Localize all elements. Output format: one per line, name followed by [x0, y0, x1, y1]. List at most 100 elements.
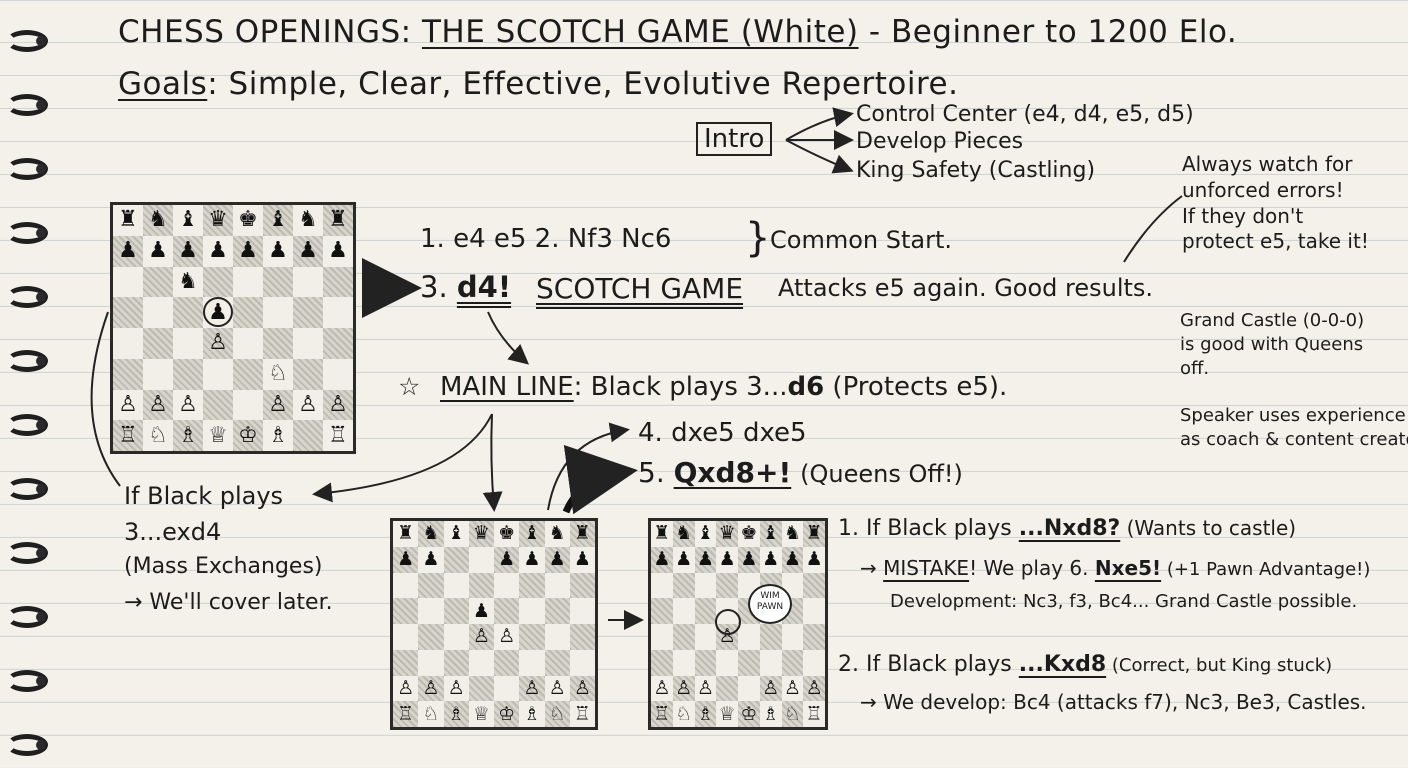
exd4-line-4: → We'll cover later.	[124, 590, 333, 615]
binding-hole	[36, 100, 46, 110]
board-square	[393, 572, 419, 599]
board-square	[323, 297, 353, 328]
board-square: ♞	[672, 521, 695, 547]
board-square: ♜	[393, 521, 419, 547]
board-square	[738, 624, 760, 650]
white-king-icon: ♔	[740, 702, 758, 725]
board-square	[519, 598, 545, 624]
white-pawn-icon: ♙	[783, 676, 801, 699]
board-square: ♞	[418, 521, 444, 547]
black-pawn-icon: ♟	[498, 548, 516, 571]
board-square: ♙	[293, 389, 323, 421]
note-grand-castle-2: is good with Queens	[1180, 334, 1364, 355]
chess-board-after-d4: ♜♞♝♛♚♝♞♜♟♟♟♟♟♟♟♟♞♟♙♘♙♙♙♙♙♙♖♘♗♕♔♗♖	[110, 202, 356, 454]
move-3-d4: d4!	[456, 270, 512, 304]
move-5-line: 5. Qxd8+! (Queens Off!)	[638, 456, 963, 489]
board-square	[203, 358, 233, 390]
board-square	[803, 624, 825, 650]
board-square: ♖	[803, 701, 825, 727]
board-square: ♟	[651, 546, 673, 573]
white-pawn-icon: ♙	[422, 676, 440, 699]
board-square: ♚	[494, 521, 520, 547]
black-pawn-icon: ♟	[740, 548, 758, 571]
star-icon: ☆	[398, 372, 421, 401]
board-square	[694, 624, 717, 650]
board-square	[293, 420, 323, 451]
white-knight-icon: ♘	[268, 361, 288, 387]
board-square: ♟	[203, 297, 233, 328]
black-pawn-icon: ♟	[238, 238, 258, 264]
black-knight-icon: ♞	[422, 522, 440, 545]
black-bishop-icon: ♝	[178, 207, 198, 233]
option-2-move: ...Kxd8	[1018, 652, 1107, 677]
common-start-label: Common Start.	[770, 226, 952, 254]
white-king-icon: ♔	[238, 422, 258, 448]
board-square	[651, 649, 673, 676]
white-pawn-icon: ♙	[675, 676, 693, 699]
board-square: ♙	[781, 675, 804, 702]
title-suffix: - Beginner to 1200 Elo.	[858, 14, 1238, 50]
board-square: ♟	[143, 235, 173, 267]
black-rook-icon: ♜	[397, 522, 415, 545]
board-square: ♟	[716, 546, 738, 573]
option-1-line: 1. If Black plays ...Nxd8? (Wants to cas…	[838, 516, 1297, 541]
white-knight-icon: ♘	[148, 422, 168, 448]
binding-hole	[36, 356, 46, 366]
board-square	[418, 598, 444, 624]
board-square	[293, 266, 323, 298]
board-square: ♚	[233, 205, 263, 236]
white-pawn-icon: ♙	[397, 676, 415, 699]
goals-line: Goals: Simple, Clear, Effective, Evoluti…	[118, 66, 958, 102]
black-knight-icon: ♞	[548, 522, 566, 545]
board-square: ♙	[468, 624, 494, 650]
board-square: ♟	[544, 546, 570, 573]
board-square: ♟	[672, 546, 695, 573]
white-king-icon: ♔	[498, 702, 516, 725]
move-4-line: 4. dxe5 dxe5	[638, 418, 807, 448]
black-queen-icon: ♛	[472, 522, 490, 545]
board-square	[519, 624, 545, 650]
board-square: ♟	[173, 235, 203, 267]
board-square	[233, 266, 263, 298]
board-square	[738, 675, 760, 702]
board-square: ♙	[173, 389, 203, 421]
board-square: ♙	[519, 675, 545, 702]
board-square: ♟	[293, 235, 323, 267]
board-square	[468, 675, 494, 702]
black-rook-icon: ♜	[805, 522, 823, 545]
scotch-game-label: SCOTCH GAME	[536, 272, 744, 305]
board-square	[418, 624, 444, 650]
white-bishop-icon: ♗	[523, 702, 541, 725]
board-square	[418, 649, 444, 676]
board-square: ♔	[738, 701, 760, 727]
board-square: ♟	[468, 598, 494, 624]
board-square: ♙	[113, 389, 143, 421]
board-square	[113, 297, 143, 328]
board-square	[569, 624, 595, 650]
black-bishop-icon: ♝	[696, 522, 714, 545]
binding-hole	[36, 164, 46, 174]
board-square: ♙	[323, 389, 353, 421]
white-pawn-icon: ♙	[653, 676, 671, 699]
board-square	[173, 297, 203, 328]
black-queen-icon: ♛	[718, 522, 736, 545]
white-queen-icon: ♕	[472, 702, 490, 725]
note-grand-castle-3: off.	[1180, 358, 1210, 379]
black-knight-icon: ♞	[178, 268, 198, 294]
board-square: ♙	[716, 624, 738, 650]
board-square	[233, 297, 263, 328]
black-pawn-icon: ♟	[805, 548, 823, 571]
board-square	[143, 328, 173, 359]
board-square: ♘	[263, 358, 293, 390]
black-pawn-icon: ♟	[675, 548, 693, 571]
board-square	[716, 572, 738, 599]
board-square	[569, 598, 595, 624]
board-square	[738, 649, 760, 676]
board-square	[519, 572, 545, 599]
black-bishop-icon: ♝	[523, 522, 541, 545]
black-pawn-icon: ♟	[298, 238, 318, 264]
board-square: ♜	[569, 521, 595, 547]
board-square	[113, 266, 143, 298]
board-square	[759, 649, 782, 676]
